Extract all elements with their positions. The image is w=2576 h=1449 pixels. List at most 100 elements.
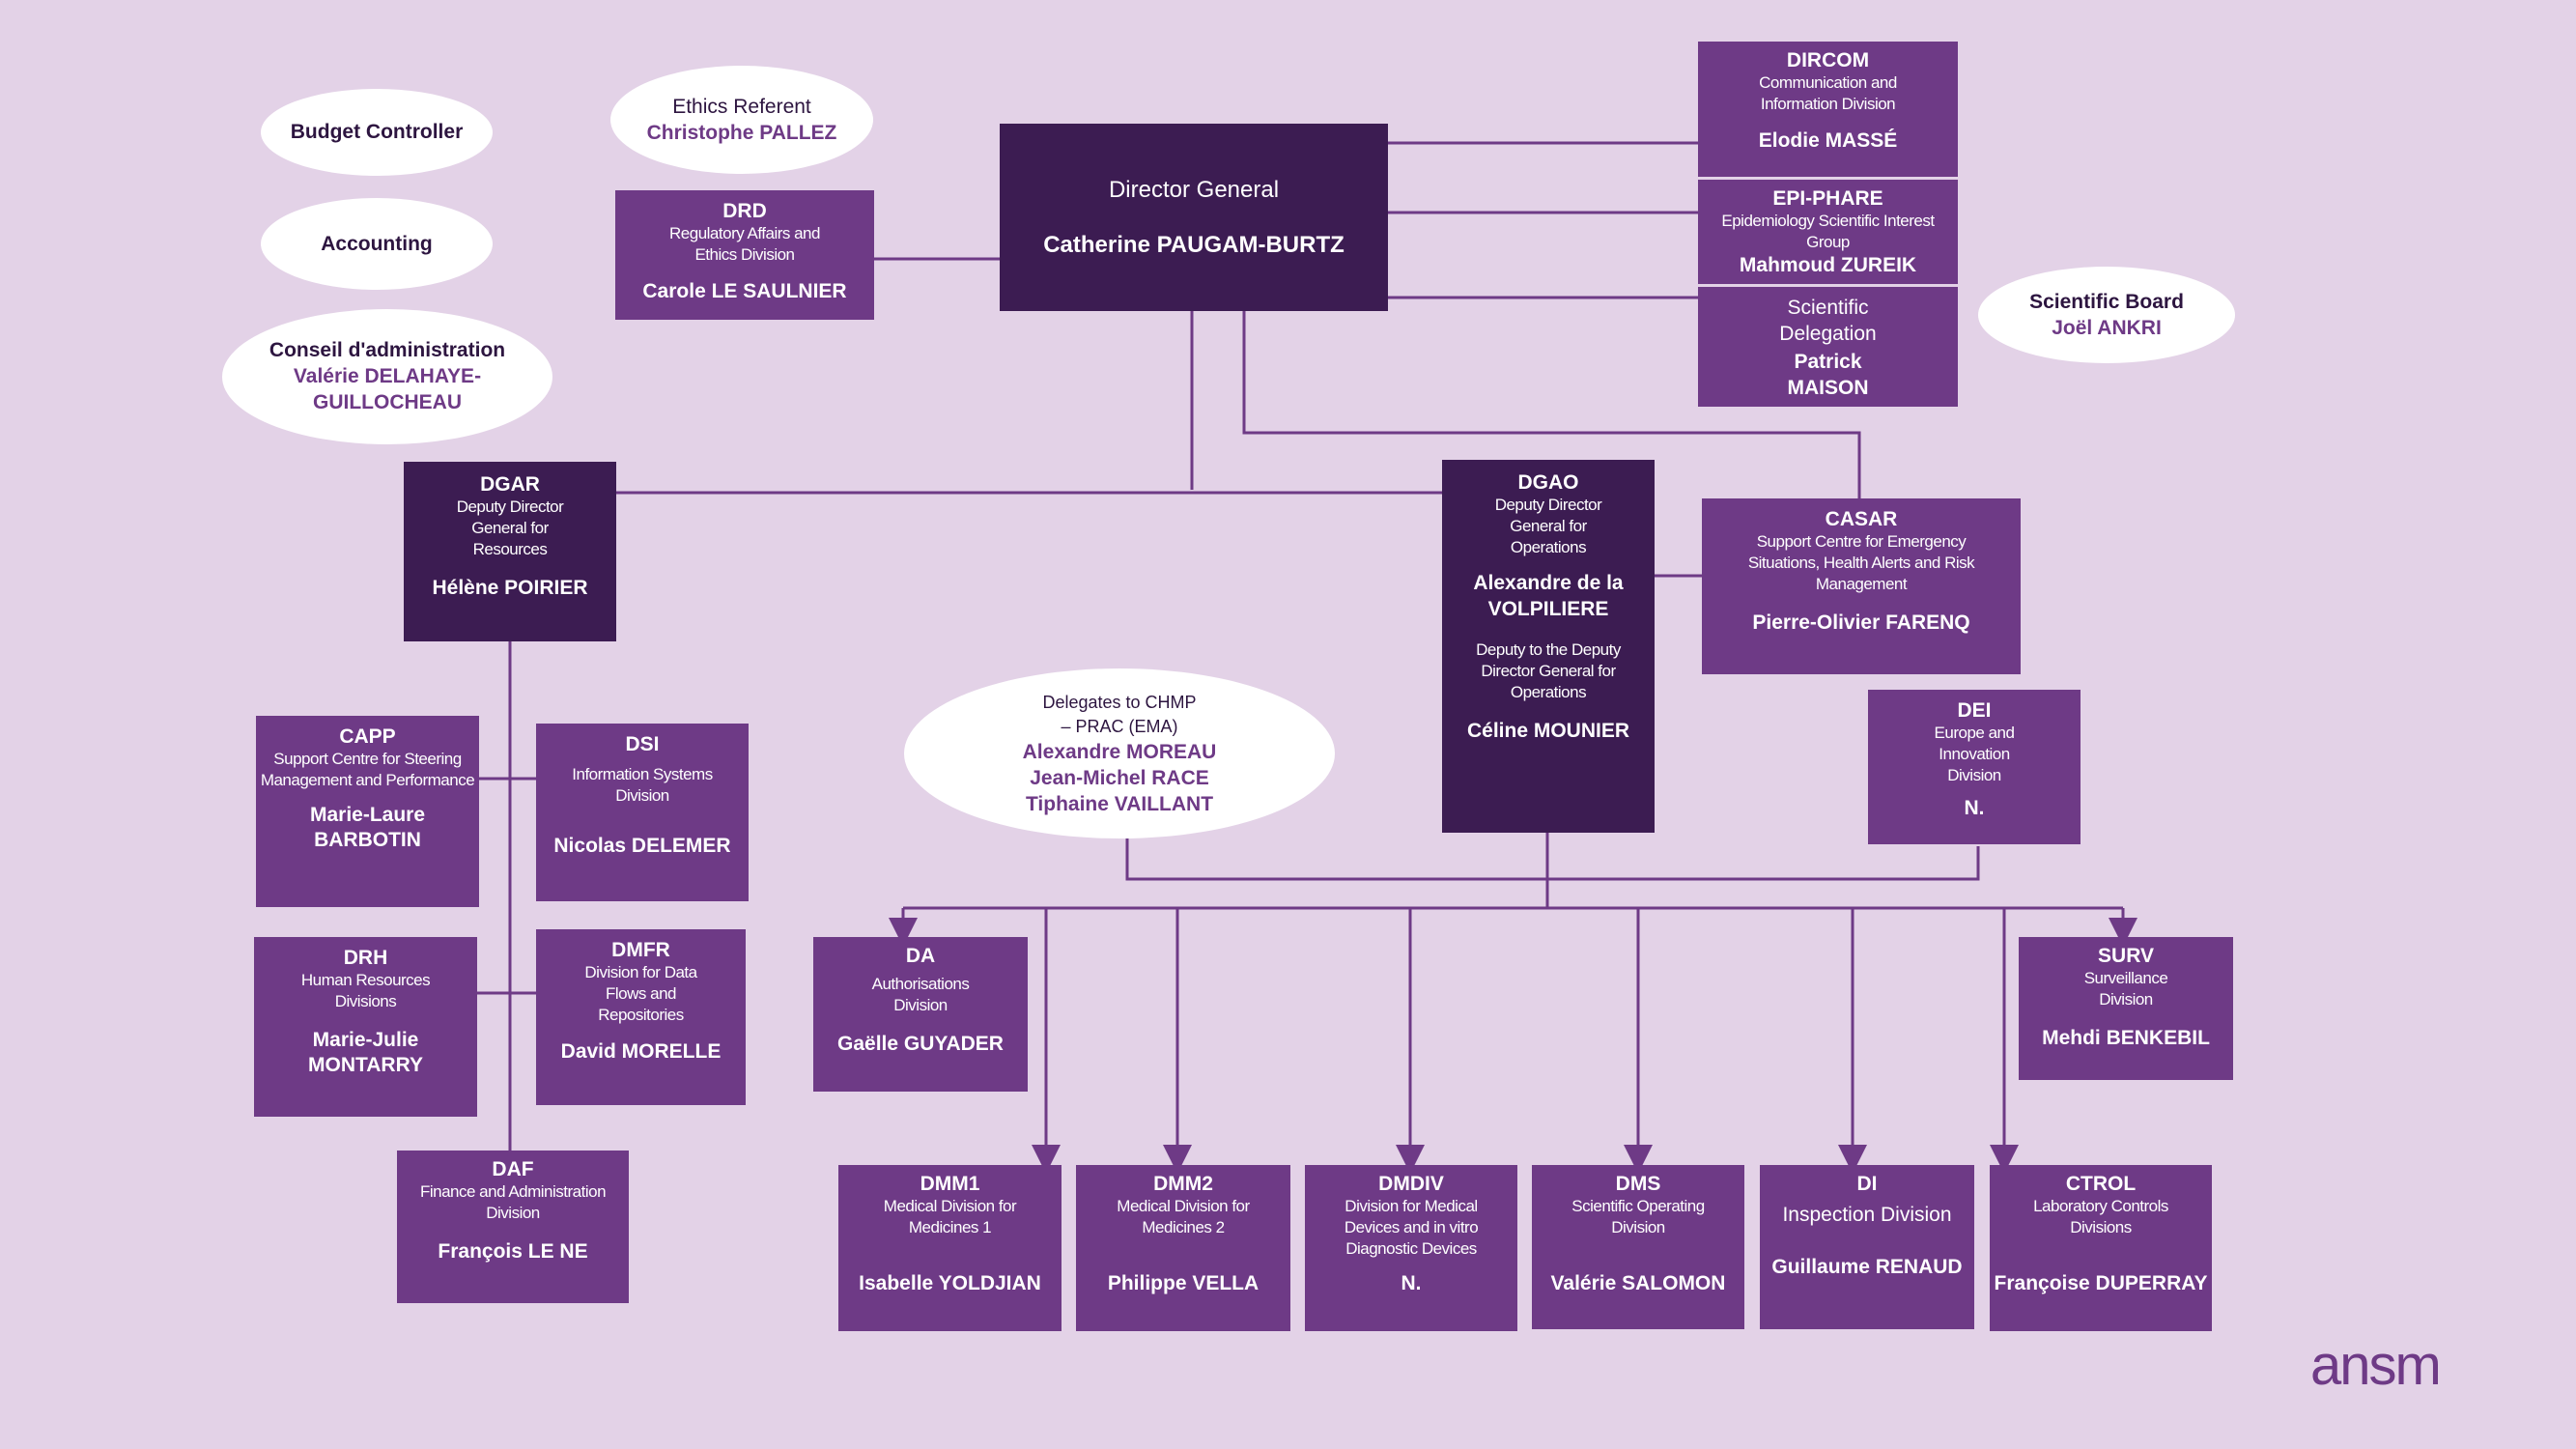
- drd-box: DRD Regulatory Affairs and Ethics Divisi…: [615, 190, 874, 320]
- drh-name: Marie-Julie MONTARRY: [308, 1029, 423, 1076]
- delegates-title: Delegates to CHMP – PRAC (EMA): [1042, 692, 1197, 736]
- director-title: Director General: [1108, 177, 1280, 203]
- daf-name: François LE NE: [438, 1240, 588, 1263]
- capp-box: CAPP Support Centre for Steering Managem…: [256, 716, 479, 907]
- dircom-name: Elodie MASSÉ: [1758, 129, 1898, 152]
- drh-code: DRH: [343, 947, 388, 969]
- di-code: DI: [1856, 1173, 1878, 1195]
- dmfr-code: DMFR: [611, 939, 670, 961]
- ethics-title: Ethics Referent: [672, 95, 811, 118]
- budget-controller-title: Budget Controller: [290, 121, 464, 143]
- sciboard-name: Joël ANKRI: [2052, 316, 2162, 339]
- accounting-oval: Accounting: [261, 198, 493, 290]
- sciboard-title: Scientific Board: [2029, 290, 2184, 313]
- dmm2-desc: Medical Division for Medicines 2: [1117, 1197, 1250, 1236]
- ansm-logo: ansm: [2310, 1334, 2442, 1397]
- dgar-code: DGAR: [480, 473, 540, 496]
- conseil-name: Valérie DELAHAYE-GUILLOCHEAU: [293, 365, 482, 413]
- dmm2-code: DMM2: [1153, 1173, 1213, 1195]
- dmm2-name: Philippe VELLA: [1107, 1272, 1260, 1294]
- scientific-delegation-box: Scientific Delegation Patrick MAISON: [1698, 287, 1958, 407]
- ctrol-name: Françoise DUPERRAY: [1994, 1272, 2208, 1294]
- da-box: DA Authorisations Division Gaëlle GUYADE…: [813, 937, 1028, 1092]
- dircom-box: DIRCOM Communication and Information Div…: [1698, 42, 1958, 177]
- line-dg-casar: [1242, 311, 1861, 498]
- capp-desc: Support Centre for Steering Management a…: [260, 750, 475, 789]
- delegates-name: Alexandre MOREAU: [1022, 740, 1217, 763]
- dmm1-name: Isabelle YOLDJIAN: [859, 1272, 1041, 1294]
- dei-name: N.: [1964, 797, 1985, 819]
- epiphare-name: Mahmoud ZUREIK: [1739, 254, 1917, 276]
- daf-code: DAF: [492, 1158, 534, 1180]
- dms-box: DMS Scientific Operating Division Valéri…: [1532, 1165, 1744, 1329]
- dmdiv-code: DMDIV: [1378, 1173, 1444, 1195]
- ethics-referent-oval: Ethics Referent Christophe PALLEZ: [610, 66, 873, 174]
- ctrol-desc: Laboratory Controls Divisions: [2033, 1197, 2168, 1236]
- dgao-code: DGAO: [1517, 471, 1579, 494]
- dgar-box: DGAR Deputy Director General for Resourc…: [404, 462, 616, 641]
- dmm1-box: DMM1 Medical Division for Medicines 1 Is…: [838, 1165, 1062, 1331]
- dms-name: Valérie SALOMON: [1550, 1272, 1726, 1294]
- casar-code: CASAR: [1825, 508, 1898, 530]
- scidel-desc: Scientific Delegation: [1779, 297, 1877, 345]
- dmfr-desc: Division for Data Flows and Repositories: [584, 963, 697, 1024]
- daf-box: DAF Finance and Administration Division …: [397, 1151, 629, 1303]
- dgao-desc2: Deputy to the Deputy Director General fo…: [1476, 640, 1621, 701]
- dmm1-desc: Medical Division for Medicines 1: [883, 1197, 1017, 1236]
- dgao-name: Alexandre de la VOLPILIERE: [1473, 572, 1624, 620]
- di-box: DI Inspection Division Guillaume RENAUD: [1760, 1165, 1974, 1329]
- dsi-box: DSI Information Systems Division Nicolas…: [536, 724, 749, 901]
- da-code: DA: [905, 945, 936, 967]
- dmfr-name: David MORELLE: [560, 1040, 722, 1063]
- surv-box: SURV Surveillance Division Mehdi BENKEBI…: [2019, 937, 2233, 1080]
- dei-desc: Europe and Innovation Division: [1934, 724, 2015, 784]
- drd-name: Carole LE SAULNIER: [642, 280, 847, 302]
- line-delegates: [1125, 838, 1980, 881]
- dmm1-code: DMM1: [920, 1173, 980, 1195]
- capp-code: CAPP: [339, 725, 396, 748]
- di-name: Guillaume RENAUD: [1771, 1256, 1963, 1278]
- surv-code: SURV: [2098, 945, 2154, 967]
- scientific-board-oval: Scientific Board Joël ANKRI: [1978, 267, 2235, 363]
- drd-code: DRD: [722, 200, 767, 222]
- dsi-name: Nicolas DELEMER: [553, 835, 731, 857]
- drd-desc: Regulatory Affairs and Ethics Division: [669, 224, 820, 264]
- dgao-box: DGAO Deputy Director General for Operati…: [1442, 460, 1655, 833]
- dmdiv-desc: Division for Medical Devices and in vitr…: [1344, 1197, 1479, 1258]
- dmfr-box: DMFR Division for Data Flows and Reposit…: [536, 929, 746, 1105]
- delegates-name: Jean-Michel RACE: [1030, 766, 1209, 789]
- surv-desc: Surveillance Division: [2083, 969, 2168, 1009]
- ethics-name: Christophe PALLEZ: [646, 121, 837, 144]
- conseil-title: Conseil d'administration: [269, 339, 506, 361]
- dgar-desc: Deputy Director General for Resources: [456, 497, 564, 558]
- ctrol-code: CTROL: [2065, 1173, 2137, 1195]
- casar-name: Pierre-Olivier FARENQ: [1752, 611, 1970, 634]
- dms-desc: Scientific Operating Division: [1571, 1197, 1705, 1236]
- dmm2-box: DMM2 Medical Division for Medicines 2 Ph…: [1076, 1165, 1290, 1331]
- da-desc: Authorisations Division: [871, 975, 970, 1014]
- surv-name: Mehdi BENKEBIL: [2042, 1027, 2210, 1049]
- drh-desc: Human Resources Divisions: [300, 971, 431, 1010]
- dei-code: DEI: [1957, 699, 1992, 722]
- delegates-name: Tiphaine VAILLANT: [1025, 792, 1214, 815]
- delegates-oval: Delegates to CHMP – PRAC (EMA) Alexandre…: [904, 668, 1335, 838]
- dsi-code: DSI: [625, 733, 660, 755]
- dei-box: DEI Europe and Innovation Division N.: [1868, 690, 2081, 844]
- dmdiv-box: DMDIV Division for Medical Devices and i…: [1305, 1165, 1517, 1331]
- casar-desc: Support Centre for Emergency Situations,…: [1747, 532, 1975, 593]
- director-general-box: Director General Catherine PAUGAM-BURTZ: [1000, 124, 1388, 311]
- dgar-name: Hélène POIRIER: [432, 577, 588, 599]
- scidel-name: Patrick MAISON: [1787, 351, 1869, 399]
- dmdiv-name: N.: [1401, 1272, 1422, 1294]
- daf-desc: Finance and Administration Division: [419, 1182, 607, 1222]
- epiphare-desc: Epidemiology Scientific Interest Group: [1721, 212, 1935, 251]
- budget-controller-oval: Budget Controller: [261, 89, 493, 176]
- dircom-desc: Communication and Information Division: [1759, 73, 1897, 113]
- director-name: Catherine PAUGAM-BURTZ: [1043, 232, 1345, 258]
- accounting-title: Accounting: [321, 232, 433, 255]
- drh-box: DRH Human Resources Divisions Marie-Juli…: [254, 937, 477, 1117]
- epiphare-code: EPI-PHARE: [1772, 187, 1883, 210]
- dms-code: DMS: [1615, 1173, 1661, 1195]
- epiphare-box: EPI-PHARE Epidemiology Scientific Intere…: [1698, 180, 1958, 284]
